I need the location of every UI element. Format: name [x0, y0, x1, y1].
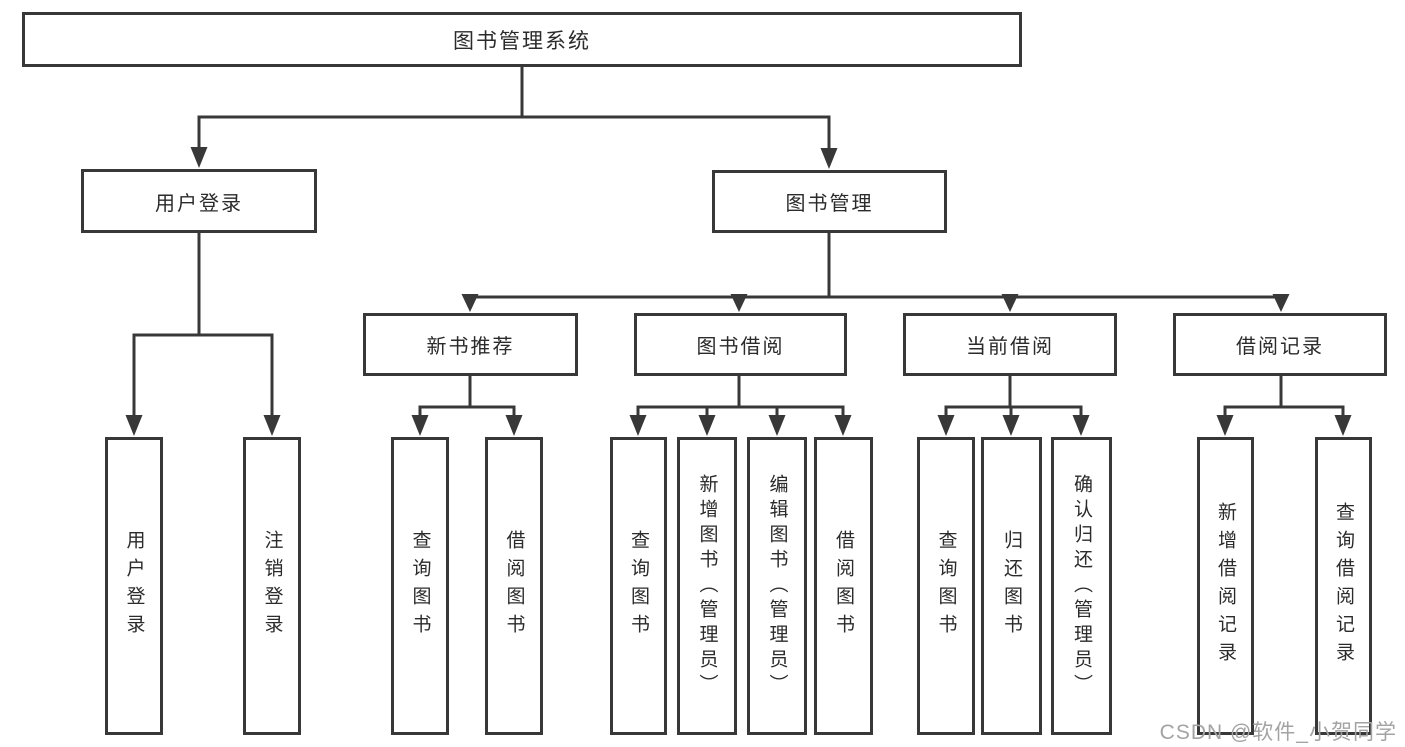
leaf-label: 借阅图书 [503, 530, 525, 642]
leaf-label: 归还图书 [1001, 530, 1022, 642]
leaf-return-book: 归还图书 [981, 437, 1042, 735]
leaf-borrow-books: 借阅图书 [814, 437, 873, 735]
node-borrowing-records: 借阅记录 [1173, 313, 1387, 376]
node-user-login: 用户登录 [81, 169, 317, 233]
leaf-label: 新增图书（管理员） [696, 473, 718, 699]
leaf-edit-book-admin: 编辑图书（管理员） [747, 437, 807, 735]
node-library-management-system: 图书管理系统 [22, 12, 1022, 67]
node-label: 图书借阅 [696, 336, 785, 358]
leaf-borrow-books-recommend: 借阅图书 [485, 437, 543, 735]
arrowheads [125, 147, 1352, 436]
leaf-label: 新增借阅记录 [1215, 502, 1236, 670]
node-book-borrowing: 图书借阅 [634, 313, 847, 376]
leaf-label: 查询图书 [409, 530, 431, 642]
leaf-label: 注销登录 [261, 530, 283, 642]
node-label: 新书推荐 [426, 336, 515, 358]
leaf-user-login: 用户登录 [105, 437, 163, 735]
node-label: 图书管理系统 [453, 29, 591, 53]
leaf-logout: 注销登录 [243, 437, 301, 735]
node-label: 图书管理 [785, 193, 874, 215]
leaf-query-books-recommend: 查询图书 [391, 437, 449, 735]
leaf-label: 查询图书 [628, 530, 649, 642]
node-label: 借阅记录 [1236, 336, 1324, 358]
leaf-label: 确认归还（管理员） [1071, 473, 1092, 699]
leaf-query-borrow-record: 查询借阅记录 [1315, 437, 1372, 735]
leaf-label: 查询图书 [935, 530, 957, 642]
leaf-label: 查询借阅记录 [1333, 502, 1354, 670]
node-current-borrowing: 当前借阅 [903, 313, 1117, 376]
node-label: 当前借阅 [966, 336, 1054, 358]
leaf-confirm-return-admin: 确认归还（管理员） [1051, 437, 1112, 735]
csdn-watermark: CSDN @软件_小贺同学 [1159, 721, 1397, 744]
leaf-label: 编辑图书（管理员） [766, 473, 788, 699]
leaf-query-books-borrowing: 查询图书 [610, 437, 667, 735]
leaf-label: 用户登录 [123, 530, 145, 642]
leaf-label: 借阅图书 [833, 530, 854, 642]
leaf-query-books-current: 查询图书 [917, 437, 975, 735]
node-book-management: 图书管理 [712, 170, 947, 233]
connector-path [132, 64, 1345, 421]
leaf-add-borrow-record: 新增借阅记录 [1197, 437, 1254, 735]
node-new-book-recommend: 新书推荐 [363, 313, 578, 376]
leaf-add-book-admin: 新增图书（管理员） [677, 437, 737, 735]
node-label: 用户登录 [155, 192, 243, 215]
